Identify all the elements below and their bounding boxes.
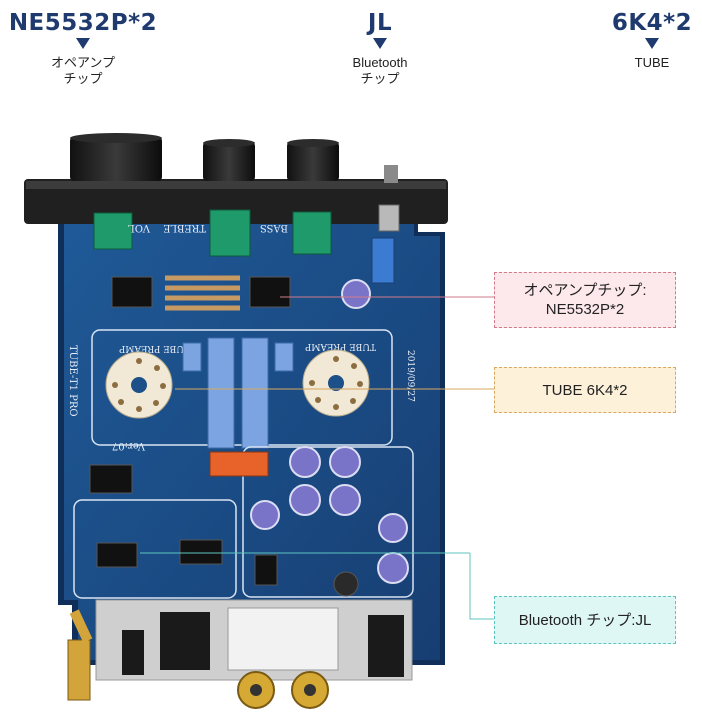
- knob-vol: [70, 133, 162, 181]
- header-ne5532-sub2: チップ: [63, 71, 103, 86]
- pot-bass: [292, 211, 332, 255]
- ic-middle: [179, 539, 223, 565]
- power-switch: [122, 630, 144, 675]
- header-jl: JL Bluetooth チップ: [330, 10, 430, 87]
- film-capacitor-4: [274, 342, 294, 372]
- toggle-switch: [371, 165, 400, 284]
- regulator: [254, 554, 278, 586]
- header-jl-subtitle: Bluetooth チップ: [330, 55, 430, 87]
- board-label-version: Ver:07: [112, 440, 146, 451]
- tube-socket-right: [302, 349, 370, 417]
- tube-socket-left: [105, 351, 173, 419]
- header-jl-title: JL: [367, 10, 393, 36]
- pot-treble: [209, 209, 251, 257]
- header-tube-title: 6K4*2: [611, 10, 693, 36]
- ic-left: [89, 464, 133, 494]
- board-label-vol: VOL: [128, 222, 151, 233]
- arrow-down-icon: [76, 38, 90, 49]
- header-ne5532: NE5532P*2 オペアンプ チップ: [8, 10, 158, 87]
- opamp-chip-2: [249, 276, 291, 308]
- callout-opamp-line1: オペアンプチップ:: [523, 282, 647, 299]
- orange-capacitor: [209, 451, 269, 477]
- callout-bluetooth-label: Bluetooth チップ:JL: [518, 611, 652, 629]
- callout-tube-label: TUBE 6K4*2: [542, 381, 628, 399]
- film-capacitor-2: [241, 337, 269, 449]
- capacitor-top: [341, 279, 371, 309]
- bluetooth-section-outline: [73, 499, 237, 599]
- header-jl-sub1: Bluetooth: [352, 55, 408, 70]
- board-label-treble: TREBLE: [163, 222, 206, 233]
- aux-jack: [160, 612, 210, 670]
- film-capacitor-3: [182, 342, 202, 372]
- callout-tube: TUBE 6K4*2: [494, 367, 676, 413]
- dc-jack: [368, 615, 404, 677]
- callout-opamp: オペアンプチップ: NE5532P*2: [494, 272, 676, 328]
- board-label-preamp-right: TUBE PREAMP: [305, 341, 376, 351]
- header-tube: 6K4*2 TUBE: [604, 10, 700, 71]
- callout-line-bluetooth-bend: [469, 553, 494, 620]
- arrow-down-icon: [373, 38, 387, 49]
- header-tube-subtitle: TUBE: [604, 55, 700, 71]
- arrow-down-icon: [645, 38, 659, 49]
- power-section-outline: [242, 446, 414, 598]
- callout-bluetooth: Bluetooth チップ:JL: [494, 596, 676, 644]
- inductor: [333, 571, 359, 597]
- bluetooth-chip: [96, 542, 138, 568]
- pot-vol: [93, 212, 133, 250]
- opamp-chip-1: [111, 276, 153, 308]
- board-label-bass: BASS: [260, 222, 288, 233]
- header-ne5532-subtitle: オペアンプ チップ: [8, 55, 158, 87]
- knob-treble: [203, 139, 255, 181]
- antenna-connector: [67, 609, 93, 701]
- header-jl-sub2: チップ: [360, 71, 400, 86]
- callout-opamp-line2: NE5532P*2: [545, 301, 625, 318]
- board-label-date: 2019/09/27: [405, 350, 415, 402]
- header-ne5532-title: NE5532P*2: [8, 10, 158, 36]
- knob-bass: [287, 139, 339, 181]
- resistor-array: [165, 275, 240, 311]
- electrolytic-capacitors: [250, 446, 409, 584]
- rca-jacks: [227, 607, 339, 709]
- header-tube-sub1: TUBE: [634, 55, 670, 70]
- board-label-preamp-left: TUBE PREAMP: [119, 343, 190, 353]
- board-label-model: TUBE-T1 PRO: [67, 345, 78, 417]
- film-capacitor-1: [207, 337, 235, 449]
- header-ne5532-sub1: オペアンプ: [50, 55, 116, 70]
